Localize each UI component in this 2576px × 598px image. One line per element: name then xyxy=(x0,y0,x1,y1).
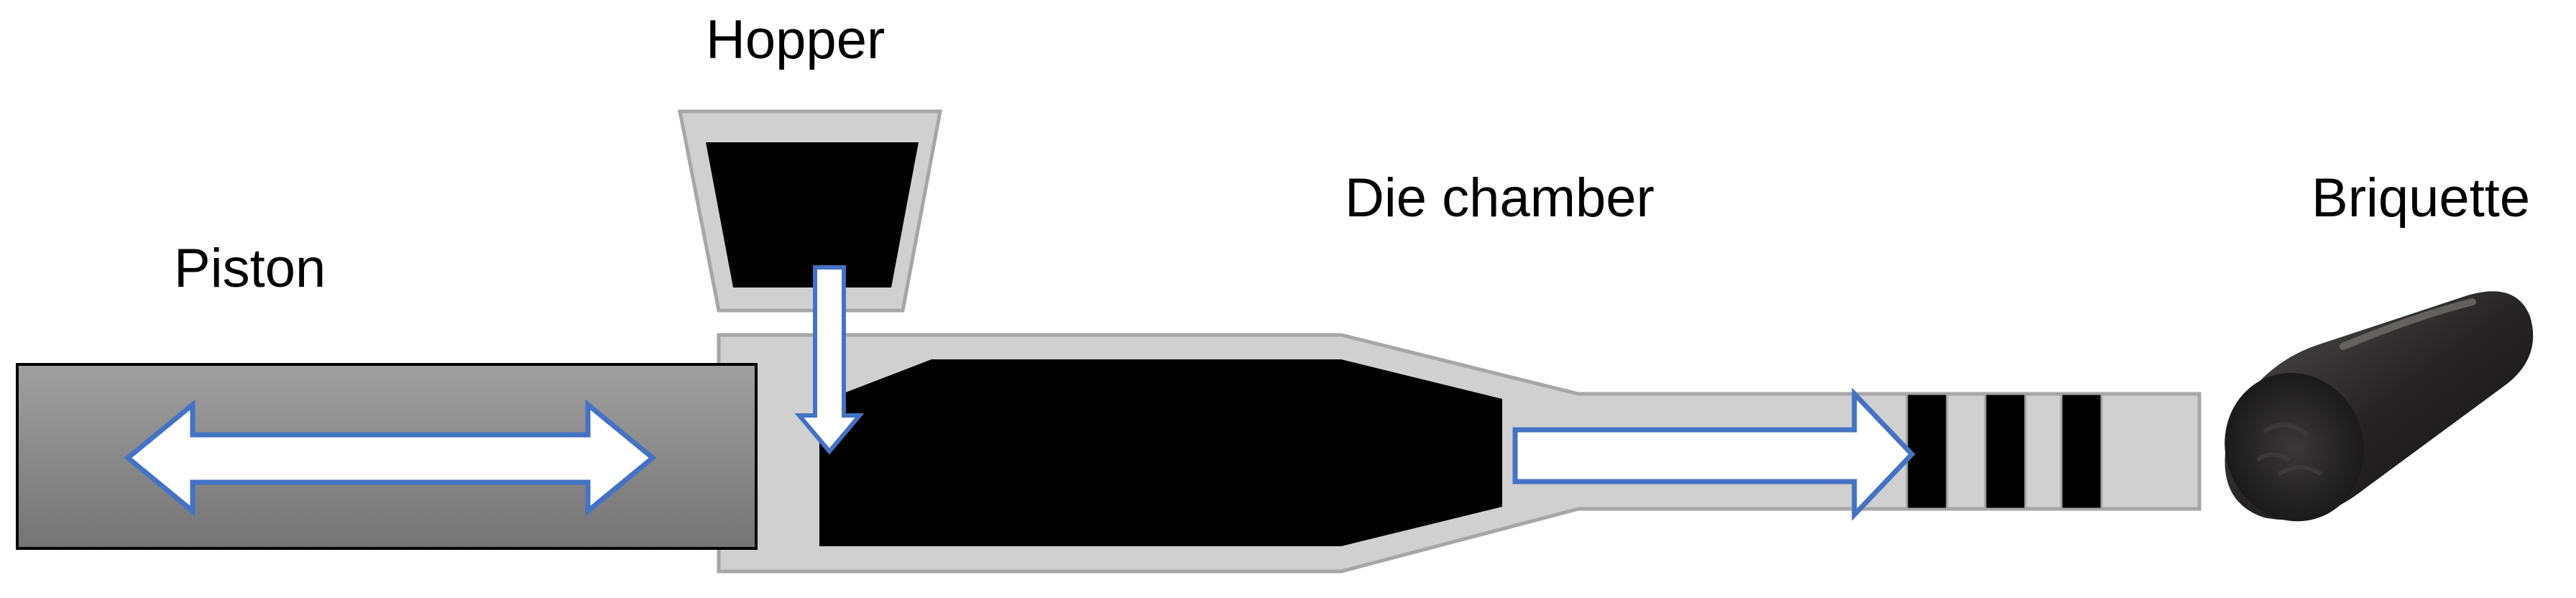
briquette-label: Briquette xyxy=(2312,167,2531,229)
die-chamber-label: Die chamber xyxy=(1345,167,1655,229)
briquette-end-face xyxy=(2225,372,2364,522)
briquette-segment xyxy=(1984,392,2027,510)
piston-label: Piston xyxy=(174,238,326,299)
hopper-label: Hopper xyxy=(706,9,886,70)
right-arrow-icon xyxy=(1512,387,1915,521)
briquette-segment xyxy=(1905,392,1949,510)
die-chamber xyxy=(717,333,2202,574)
briquette-segments xyxy=(1905,392,2103,510)
compressed-material xyxy=(819,359,1502,546)
briquette-highlight xyxy=(2340,298,2476,350)
hopper xyxy=(677,109,943,313)
hopper-material xyxy=(706,142,919,288)
briquette-segment xyxy=(2060,392,2103,510)
piston xyxy=(16,363,758,550)
double-horizontal-arrow-icon xyxy=(124,399,657,517)
briquette-cylinder-icon xyxy=(2225,291,2534,522)
down-arrow-icon xyxy=(794,265,865,455)
briquette-texture xyxy=(2255,423,2323,477)
